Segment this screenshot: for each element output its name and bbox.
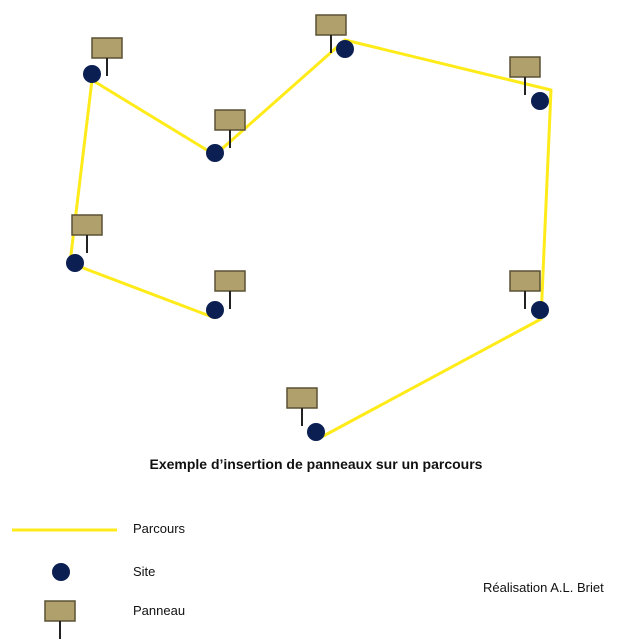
site-dot-icon (531, 301, 549, 319)
site-dot-icon (66, 254, 84, 272)
legend-panel-sign-icon (44, 600, 76, 639)
site-dot-icon (531, 92, 549, 110)
panel-sign-icon (286, 387, 318, 426)
site-dot-icon (83, 65, 101, 83)
panel-sign-icon (214, 270, 246, 309)
author-credit: Réalisation A.L. Briet (483, 580, 604, 595)
site-dot-icon (307, 423, 325, 441)
site-dot-icon (206, 144, 224, 162)
site-dot-icon (336, 40, 354, 58)
panel-sign-icon (509, 270, 541, 309)
legend-label-site: Site (133, 564, 156, 579)
diagram-caption: Exemple d’insertion de panneaux sur un p… (149, 456, 483, 472)
legend-label-parcours: Parcours (133, 521, 186, 536)
panel-sign-icon (91, 37, 123, 76)
legend-site-dot-icon (52, 563, 70, 581)
route-line (68, 38, 553, 442)
panel-sign-icon (214, 109, 246, 148)
site-dot-icon (206, 301, 224, 319)
legend-label-panneau: Panneau (133, 603, 186, 618)
panel-sign-icon (71, 214, 103, 253)
panel-sign-icon (315, 14, 347, 53)
panel-sign-icon (509, 56, 541, 95)
